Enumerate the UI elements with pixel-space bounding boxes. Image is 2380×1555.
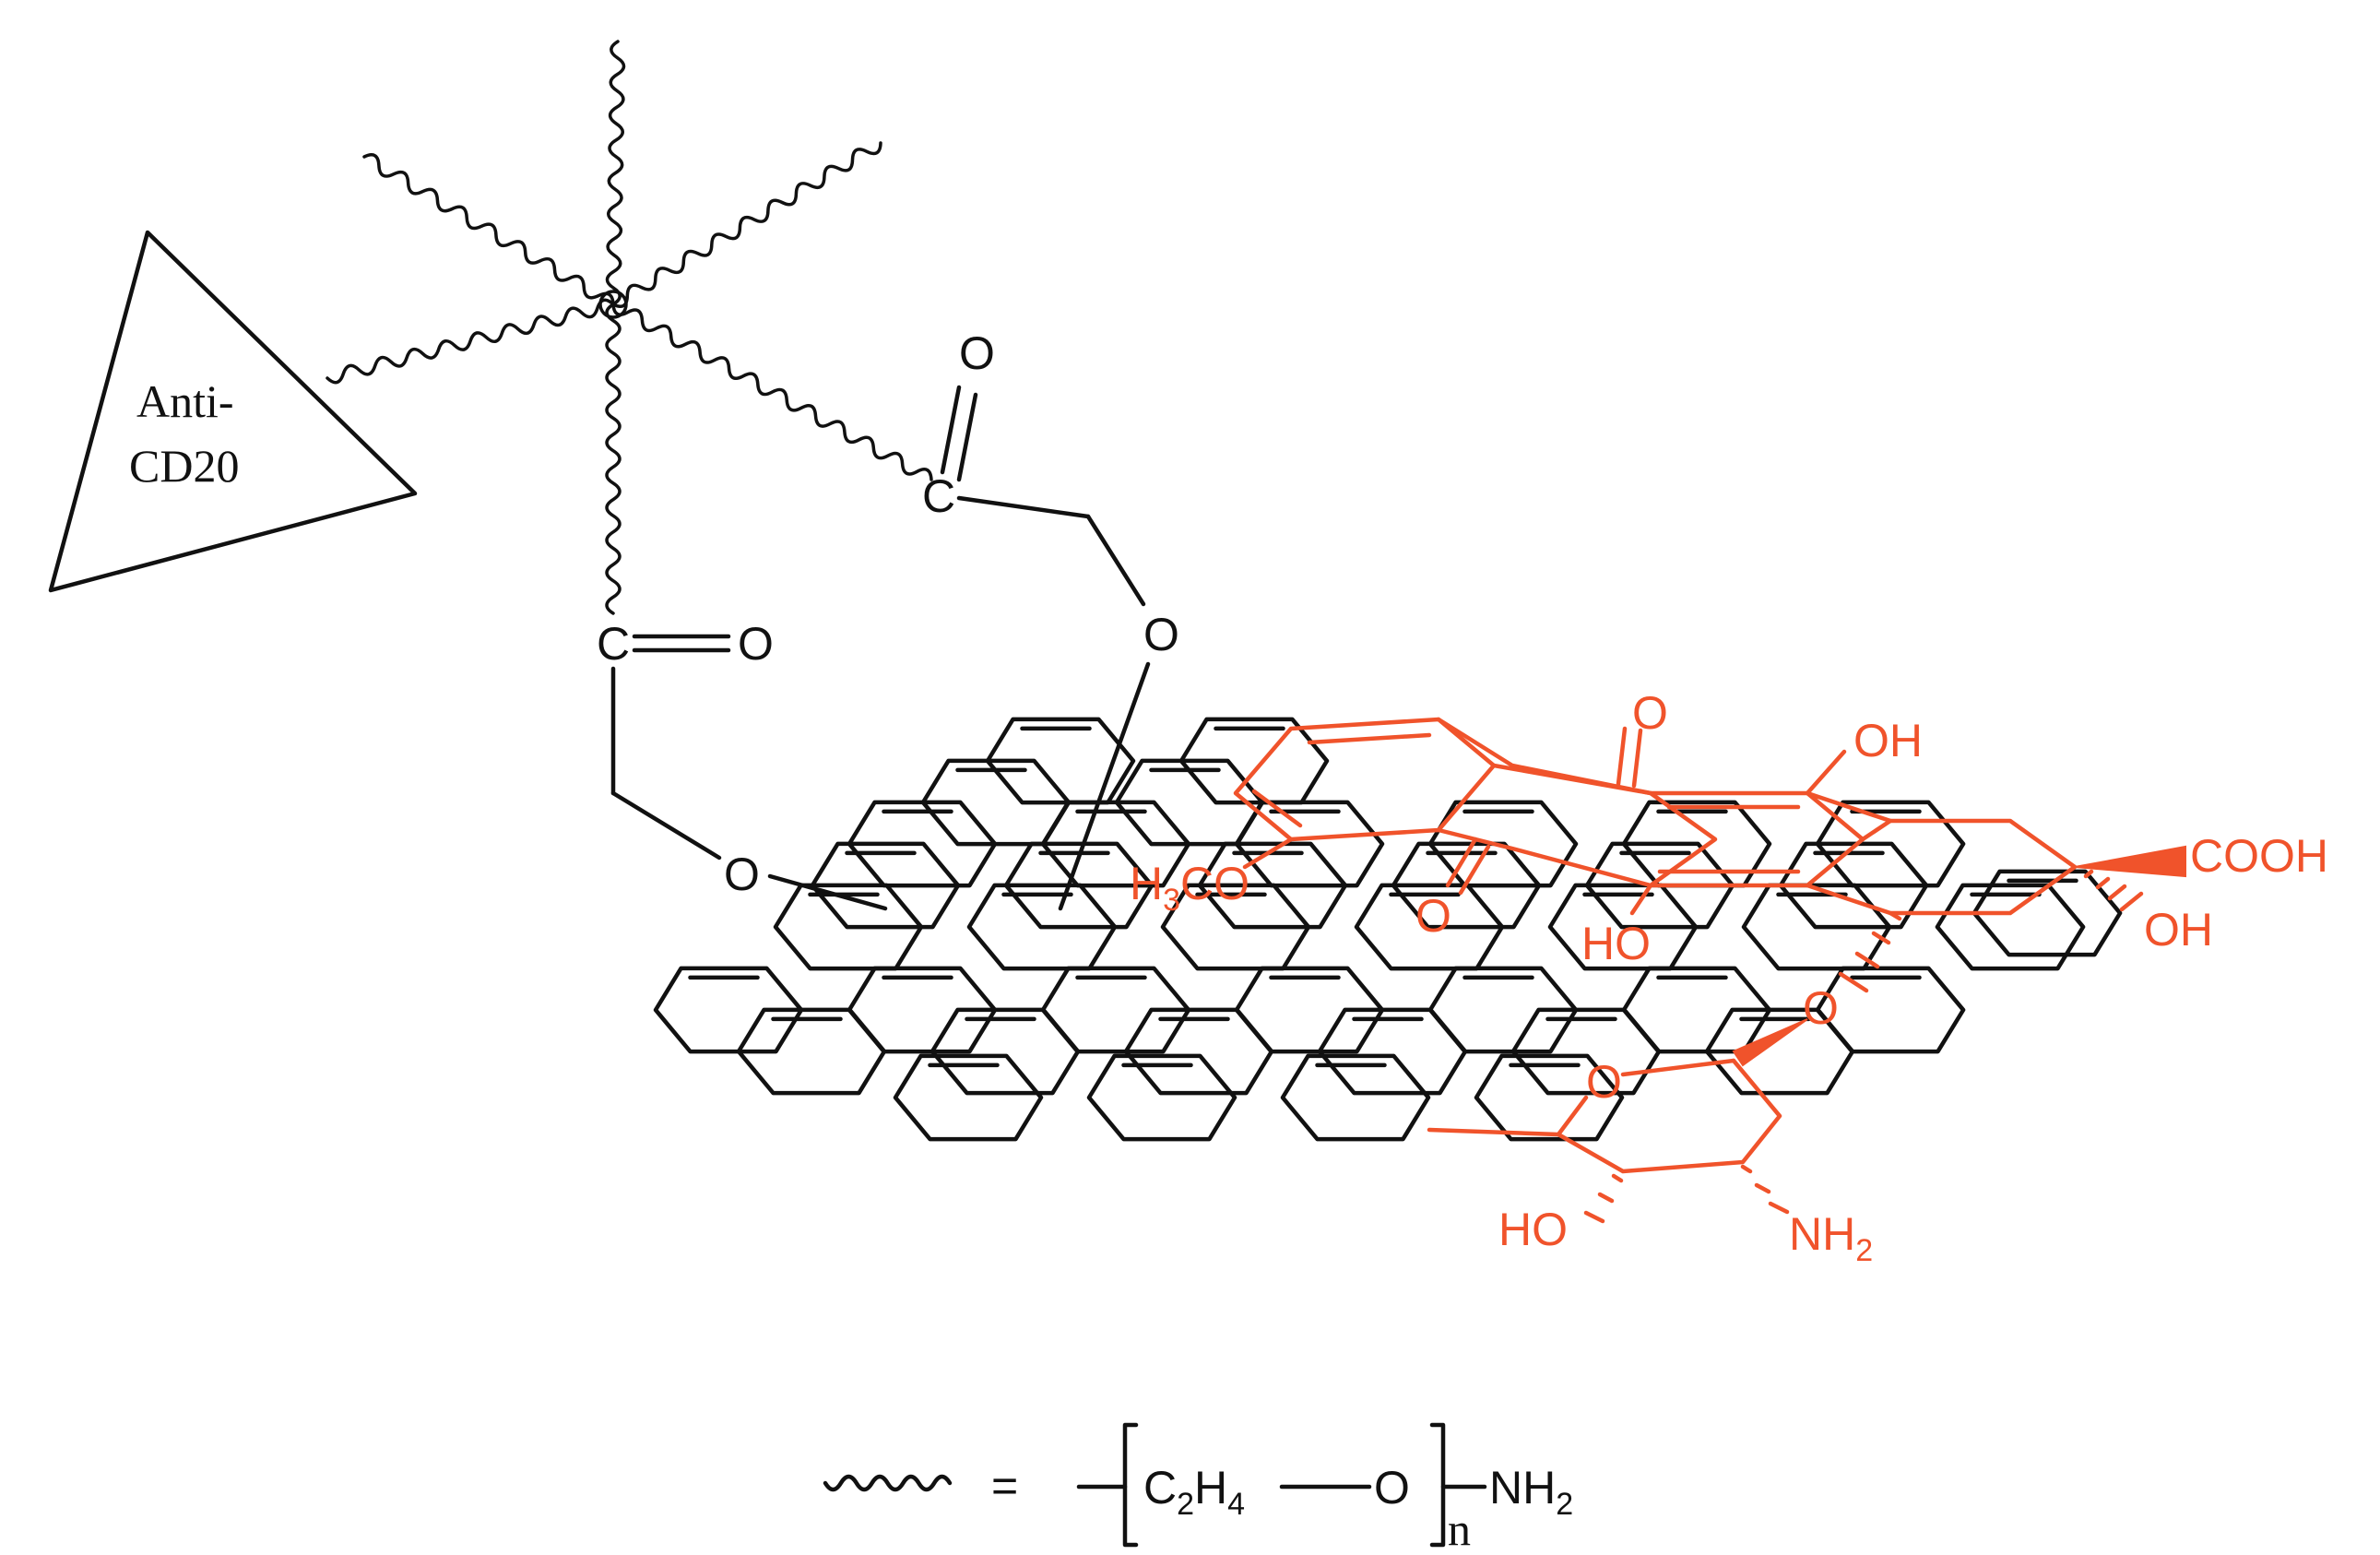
drug-ring-b	[1436, 717, 1718, 888]
drug-hashed-bond-glycoside	[1838, 910, 1902, 993]
peg-arm-right	[611, 303, 933, 481]
peg-arm-left	[326, 298, 615, 385]
drug-hydroxyl-mid: HO	[1581, 918, 1651, 969]
carbonyl-carbon-right: C	[922, 470, 955, 522]
graphene-ring	[1317, 1007, 1468, 1096]
carbonyl-oxygen-left: O	[738, 618, 774, 670]
drug-hydroxyl-right: OH	[2144, 904, 2213, 956]
peg-arm-upper-right	[611, 141, 882, 308]
antibody-triangle-shape	[48, 230, 418, 593]
graphene-ring	[810, 841, 961, 930]
antibody-label-line1: Anti-	[136, 375, 234, 427]
graphene-ring	[1391, 841, 1542, 930]
legend-open-bracket	[1122, 1422, 1139, 1548]
peg-star-polymer	[326, 40, 933, 615]
peg-arm-upper-left	[362, 153, 615, 306]
drug-amine: NH2	[1789, 1208, 1873, 1268]
drug-ketone-lower: O	[1415, 890, 1451, 942]
graphene-ring	[1815, 966, 1966, 1054]
graphene-ring	[1197, 841, 1348, 930]
linker-chains: C O O C O O	[597, 327, 1179, 911]
graphene-ring	[1510, 1007, 1662, 1096]
drug-hydroxyl-top: OH	[1853, 715, 1923, 766]
graphene-ring	[1114, 758, 1265, 847]
legend-c2h4: C2H4	[1143, 1462, 1245, 1522]
drug-methoxy: H3CO	[1130, 858, 1249, 918]
drug-molecule: O OH O H3CO HO COOH OH O	[1130, 687, 2328, 1268]
graphene-ring	[1003, 841, 1154, 930]
graphene-ring	[1280, 1053, 1431, 1142]
drug-hydroxyl-bottom: HO	[1498, 1204, 1568, 1255]
graphene-ring	[893, 1053, 1044, 1142]
graphene-ring	[1123, 1007, 1274, 1096]
carbonyl-oxygen-right: O	[959, 327, 995, 379]
drug-hashed-bond-right	[2083, 869, 2144, 912]
drug-hashed-bond-bottom-left	[1583, 1173, 1624, 1224]
legend-repeat-n: n	[1448, 1503, 1471, 1555]
drug-hashed-bond-amine	[1740, 1164, 1790, 1215]
graphene-ring	[1086, 1053, 1237, 1142]
drug-carboxyl: COOH	[2190, 830, 2328, 882]
graphene-ring	[1584, 841, 1735, 930]
antibody-label-line2: CD20	[129, 440, 239, 492]
peg-legend: = C2H4 O n NH2	[823, 1422, 1573, 1555]
wavy-bond-symbol	[823, 1474, 953, 1492]
ether-oxygen-left: O	[724, 849, 760, 900]
graphene-ring	[1474, 1053, 1625, 1142]
legend-close-bracket	[1429, 1422, 1446, 1548]
peg-star-core	[598, 290, 628, 319]
graphene-sheet	[653, 717, 2123, 1142]
graphene-ring	[736, 1007, 887, 1096]
drug-ring-oxygen-2: O	[1586, 1056, 1622, 1108]
peg-arm-top	[605, 40, 626, 306]
carbonyl-carbon-left: C	[597, 618, 630, 670]
legend-oxygen: O	[1374, 1462, 1410, 1513]
legend-amine: NH2	[1489, 1462, 1573, 1522]
anti-cd20-antibody: Anti- CD20	[48, 230, 418, 593]
drug-ketone-top: O	[1632, 687, 1668, 739]
graphene-ring	[920, 758, 1072, 847]
graphene-ring	[1704, 1007, 1855, 1096]
drug-ring-oxygen-1: O	[1803, 982, 1839, 1034]
peg-arm-down	[605, 303, 622, 615]
legend-equals: =	[991, 1460, 1018, 1512]
graphene-ring	[930, 1007, 1081, 1096]
ether-oxygen-right: O	[1143, 609, 1179, 660]
graphene-ring	[653, 966, 804, 1054]
drug-sugar-ring	[1556, 1058, 1782, 1174]
